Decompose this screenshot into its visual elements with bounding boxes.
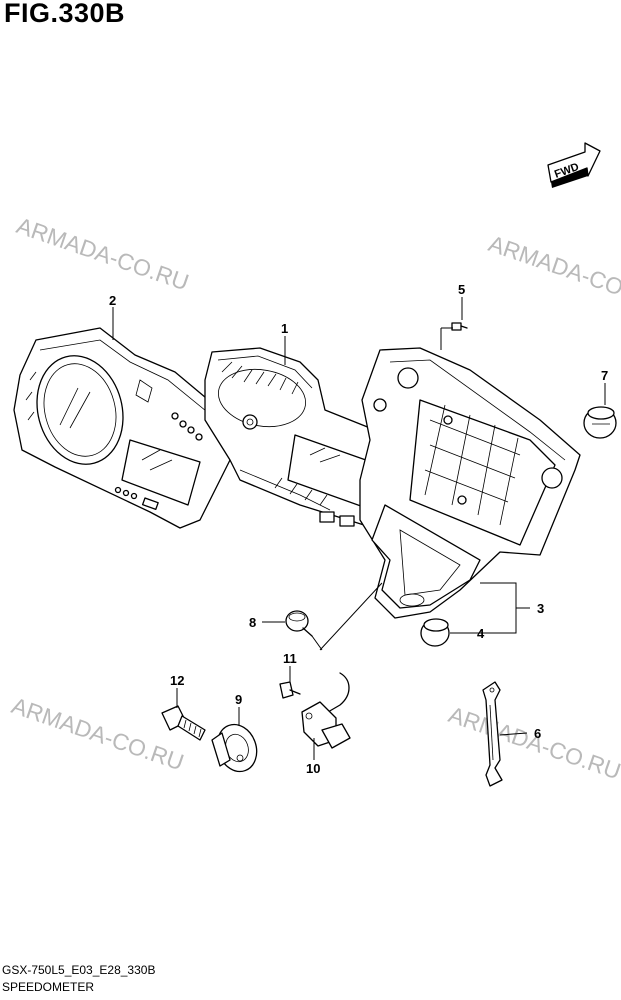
speed-sensor-part	[301, 672, 351, 749]
callout-9: 9	[235, 692, 242, 707]
callout-1: 1	[281, 321, 288, 336]
bolt-part-8	[285, 610, 313, 637]
watermark-bottom-right: ARMADA-CO.RU	[445, 701, 621, 784]
meter-case-part	[359, 347, 581, 619]
callouts: 2 1 5 7 3 4 8 11 12 9 6 10	[109, 282, 608, 776]
screw-part-5	[451, 322, 468, 331]
grommet-part	[420, 618, 450, 647]
clamp-part	[482, 681, 503, 787]
fwd-arrow-icon: FWD	[547, 142, 601, 188]
figure-title: FIG.330B	[4, 0, 126, 28]
screw-part-11	[279, 681, 301, 699]
leader-lines	[112, 297, 606, 760]
callout-10: 10	[306, 761, 320, 776]
meter-assembly-part	[204, 347, 396, 531]
sensor-rotor-part	[211, 723, 258, 773]
watermark-top-right: ARMADA-CO.RU	[485, 230, 621, 313]
callout-11: 11	[283, 651, 297, 666]
callout-5: 5	[458, 282, 465, 297]
figure-code: GSX-750L5_E03_E28_330B	[2, 963, 156, 977]
callout-6: 6	[534, 726, 541, 741]
callout-2: 2	[109, 293, 116, 308]
meter-cover-part	[13, 327, 241, 529]
watermark-top-left: ARMADA-CO.RU	[13, 212, 192, 295]
figure-name: SPEEDOMETER	[2, 980, 95, 994]
callout-8: 8	[249, 615, 256, 630]
watermark-bottom-left: ARMADA-CO.RU	[8, 692, 187, 775]
bolt-part-12	[161, 705, 206, 741]
cap-part	[583, 406, 617, 439]
callout-7: 7	[601, 368, 608, 383]
callout-12: 12	[170, 673, 184, 688]
callout-3: 3	[537, 601, 544, 616]
callout-4: 4	[477, 626, 485, 641]
